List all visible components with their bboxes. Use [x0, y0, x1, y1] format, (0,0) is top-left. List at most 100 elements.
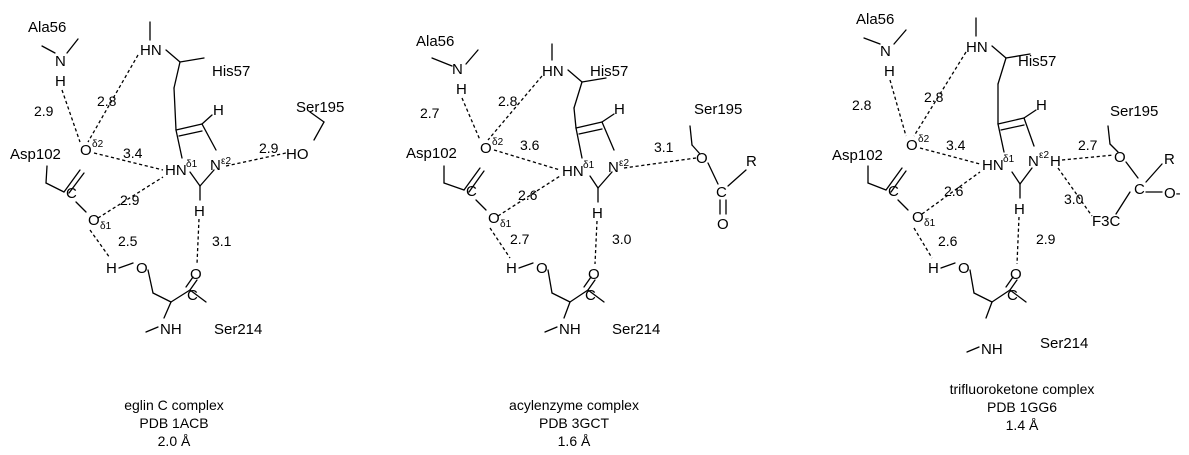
bond [966, 346, 980, 353]
bond [175, 123, 203, 131]
bond [313, 121, 325, 141]
his57-ne2-atom: N [608, 159, 619, 176]
panel-eglin-c: Ala56 N H HN His57 H HN δ1 N ε2 H Ser195… [10, 19, 344, 449]
his57-hn-atom: HN [140, 42, 162, 59]
asp102-carboxyl-c-atom: C [888, 183, 899, 200]
distance-label: 2.7 [510, 231, 530, 247]
distance-label: 2.8 [924, 89, 944, 105]
ala56-h-atom: H [884, 63, 895, 80]
hbond [913, 51, 967, 137]
bond [173, 87, 177, 131]
bond [863, 37, 881, 45]
bond [1023, 117, 1035, 147]
his57-label: His57 [1018, 53, 1056, 70]
bond [885, 167, 903, 191]
bond [973, 292, 993, 303]
hbond [89, 229, 111, 259]
bond [179, 57, 205, 63]
bond [45, 182, 65, 193]
his57-label: His57 [590, 63, 628, 80]
trifluoromethyl-group: F3C [1092, 213, 1121, 230]
hemiketal-r-group: R [1164, 151, 1175, 168]
ala56-h-atom: H [55, 73, 66, 90]
panel-caption-pdb: PDB 1ACB [139, 415, 208, 431]
bond [175, 129, 183, 159]
distance-label: 2.8 [97, 93, 117, 109]
panel-caption-pdb: PDB 1GG6 [987, 399, 1057, 415]
distance-label: 3.0 [612, 231, 632, 247]
delta2-label: δ2 [492, 137, 504, 148]
bond [1009, 279, 1018, 291]
distance-label: 3.6 [520, 137, 540, 153]
ring-h-atom: H [1036, 97, 1047, 114]
ala56-label: Ala56 [416, 33, 454, 50]
asp102-od2-atom: O [80, 142, 92, 159]
distance-label: 2.9 [34, 103, 54, 119]
bond [691, 144, 701, 155]
delta2-label: δ2 [92, 139, 104, 150]
ala56-n-atom: N [55, 53, 66, 70]
acyl-r-group: R [746, 153, 757, 170]
bond [309, 111, 325, 123]
ser214-h-atom: H [928, 260, 939, 277]
distance-label: 3.4 [946, 137, 966, 153]
panel-trifluoroketone: Ala56 N H HN His57 H HN δ1 N ε2 H H Ser1… [832, 11, 1181, 433]
bond [601, 113, 615, 123]
bond [1023, 109, 1037, 119]
bond [468, 170, 485, 193]
hbond [919, 147, 981, 165]
distance-label: 2.9 [1036, 231, 1056, 247]
delta1-label: δ1 [1003, 154, 1015, 165]
ring-h-atom: H [614, 101, 625, 118]
bond [997, 117, 1025, 125]
bond [173, 61, 181, 89]
panel-acylenzyme: Ala56 N H HN His57 H HN δ1 N ε2 H Ser195… [406, 33, 757, 449]
bond [1011, 171, 1021, 185]
bond [583, 276, 592, 288]
ala56-h-atom: H [456, 81, 467, 98]
bond [991, 289, 1011, 303]
c-epsilon-h-atom: H [194, 203, 205, 220]
his57-nd1-atom: HN [562, 163, 584, 180]
ser214-carbonyl-o-atom: O [588, 266, 600, 283]
bond [997, 123, 1005, 153]
ser214-nh-atom: NH [981, 341, 1003, 358]
bond [597, 171, 613, 189]
bond [45, 165, 48, 184]
bond [573, 107, 577, 129]
his57-hn-atom: HN [966, 39, 988, 56]
ser214-og-atom: O [536, 260, 548, 277]
his57-ne2-atom: N [1028, 153, 1039, 170]
distance-label: 3.1 [654, 139, 674, 155]
bond [41, 45, 56, 54]
ser195-label: Ser195 [1110, 103, 1158, 120]
asp102-label: Asp102 [406, 145, 457, 162]
bond [199, 169, 215, 187]
bond [118, 262, 134, 269]
his57-nd1-atom: HN [165, 162, 187, 179]
hbond [497, 175, 561, 217]
c-epsilon-h-atom: H [592, 205, 603, 222]
ser195-label: Ser195 [296, 99, 344, 116]
bond [431, 57, 453, 67]
bond [587, 279, 596, 291]
hbond [594, 220, 598, 265]
distance-label: 2.5 [118, 233, 138, 249]
bond [147, 269, 154, 294]
bond [991, 45, 1007, 59]
hbond [1057, 167, 1093, 217]
bond [518, 262, 534, 269]
his57-hn-atom: HN [542, 63, 564, 80]
c-epsilon-h-atom: H [1014, 201, 1025, 218]
ser214-carbonyl-c-atom: C [585, 287, 596, 304]
bond [1125, 161, 1139, 179]
ser214-og-atom: O [958, 260, 970, 277]
hbond [487, 75, 543, 141]
ala56-n-atom: N [880, 43, 891, 60]
bond [170, 289, 191, 303]
bond [189, 171, 201, 187]
bond [1145, 163, 1163, 183]
bond [563, 301, 571, 319]
distance-label: 2.9 [120, 192, 140, 208]
